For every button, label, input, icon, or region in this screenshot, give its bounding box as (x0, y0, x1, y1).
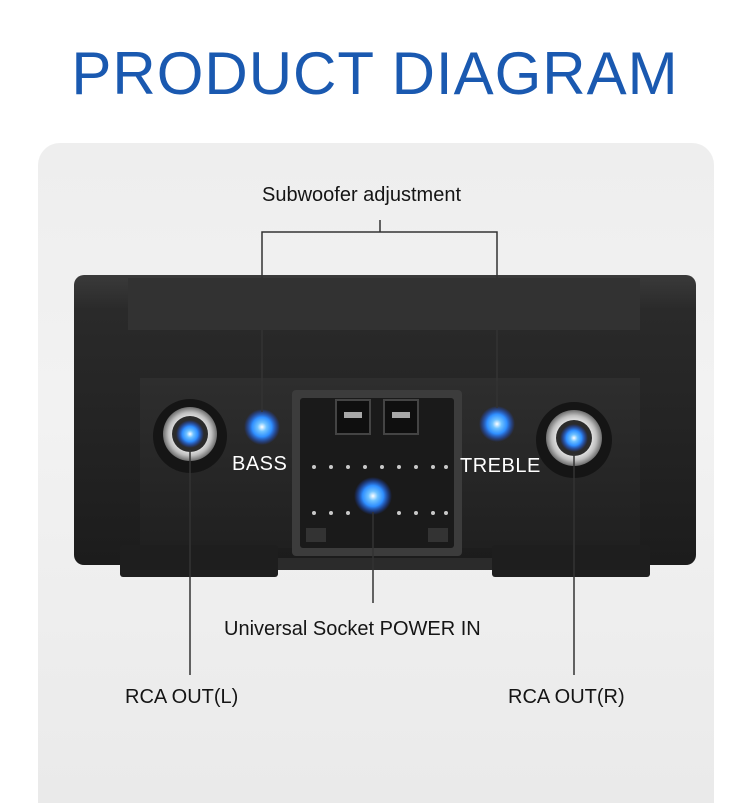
power-socket-indicator-icon (354, 477, 392, 515)
treble-knob-icon (479, 406, 515, 442)
treble-label: TREBLE (460, 455, 541, 477)
subwoofer-adjustment-label: Subwoofer adjustment (262, 184, 462, 206)
power-in-label: Universal Socket POWER IN (224, 618, 481, 640)
rca-right-jack-icon (536, 402, 612, 478)
power-socket (292, 390, 462, 556)
callout-lines (189, 220, 575, 675)
rca-out-right-label: RCA OUT(R) (508, 686, 625, 708)
rca-out-left-label: RCA OUT(L) (125, 686, 239, 708)
bass-knob-icon (244, 409, 280, 445)
page-title: PRODUCT DIAGRAM (71, 40, 679, 107)
rca-left-jack-icon (153, 399, 227, 473)
bass-label: BASS (232, 453, 288, 475)
